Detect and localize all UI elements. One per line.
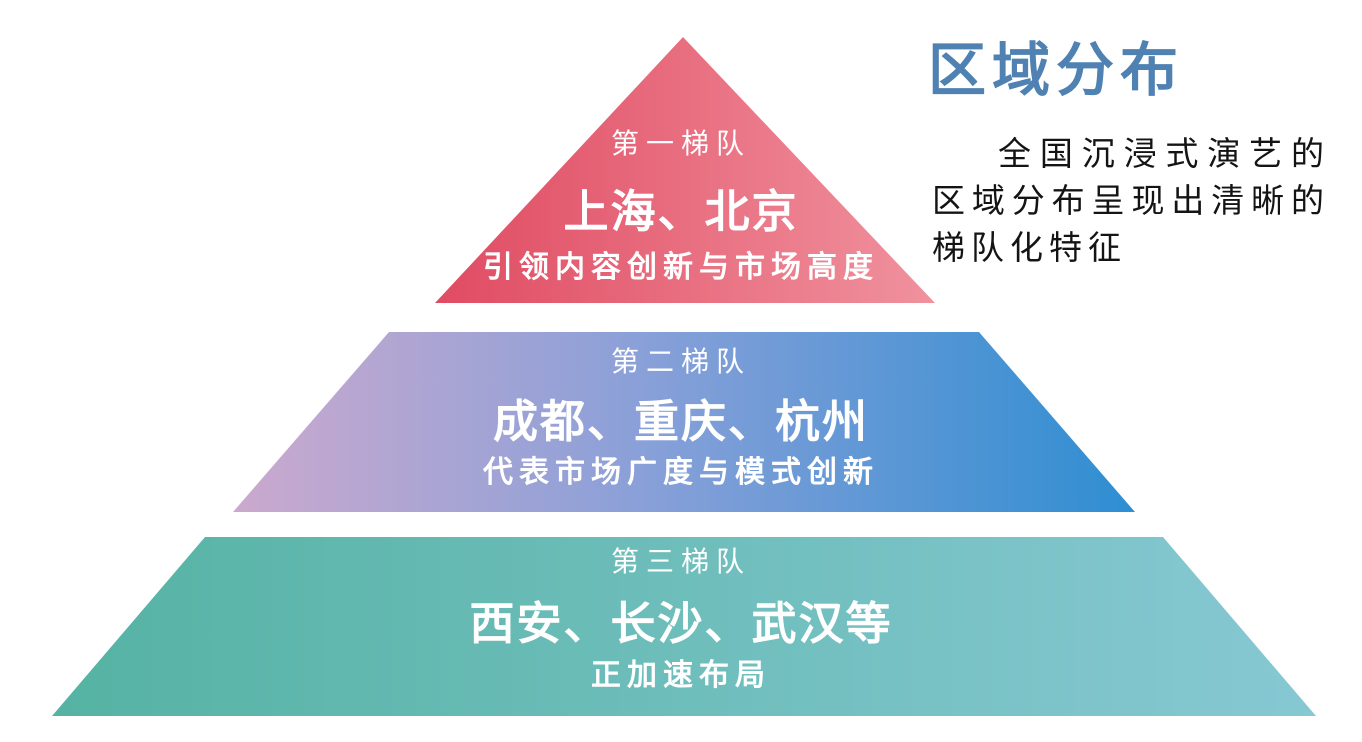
tier1-description: 引领内容创新与市场高度 xyxy=(483,251,879,284)
tier2-label: 第二梯队 xyxy=(610,346,751,377)
tier1-cities: 上海、北京 xyxy=(563,186,799,237)
pyramid-tier3-shape xyxy=(52,537,1316,716)
tier3-cities: 西安、长沙、武汉等 xyxy=(469,598,893,649)
panel-paragraph: 全国沉浸式演艺的区域分布呈现出清晰的梯队化特征 xyxy=(932,137,1330,267)
tier3-description: 正加速布局 xyxy=(591,659,771,692)
tier2-cities: 成都、重庆、杭州 xyxy=(492,396,869,447)
panel-title: 区域分布 xyxy=(928,38,1185,103)
tier1-label: 第一梯队 xyxy=(610,128,751,159)
pyramid-tier2-shape xyxy=(233,332,1135,512)
tier3-label: 第三梯队 xyxy=(610,546,751,577)
tier2-description: 代表市场广度与模式创新 xyxy=(483,456,879,489)
pyramid-tier1-shape xyxy=(435,37,935,303)
